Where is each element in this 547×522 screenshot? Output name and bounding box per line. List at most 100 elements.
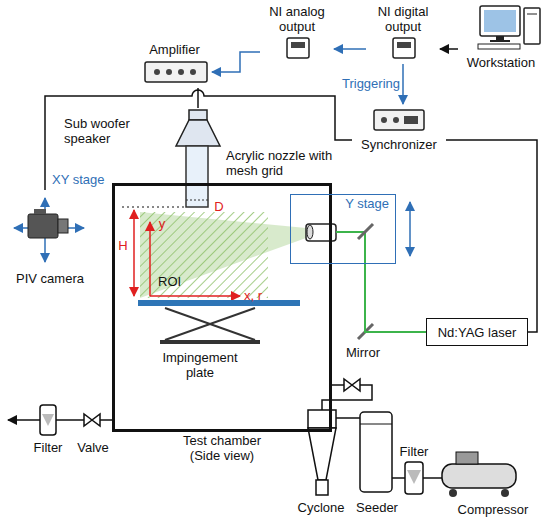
part-label: ROI xyxy=(158,274,190,289)
workstation: Workstation xyxy=(458,2,544,72)
nozzle xyxy=(122,207,186,208)
speaker-icon xyxy=(189,110,207,120)
part-label: Seeder xyxy=(352,500,402,515)
ni-module-icon xyxy=(397,42,411,48)
speaker-icon xyxy=(176,120,220,146)
laser-box: Nd:YAG laser xyxy=(426,318,528,346)
seeding-line xyxy=(308,379,442,495)
seeding-line xyxy=(332,384,344,386)
dimension-arrows xyxy=(133,210,135,296)
connector xyxy=(212,52,260,72)
daq-module: NI analog output xyxy=(260,2,334,64)
ni-module-icon xyxy=(393,38,415,58)
part-label: Impingement plate xyxy=(150,350,250,380)
impingement-plate xyxy=(165,308,255,340)
part-label: Valve xyxy=(74,440,112,455)
synchronizer-icon xyxy=(381,117,387,123)
part-label: Cyclone xyxy=(290,500,352,515)
dimension-arrows xyxy=(134,210,240,296)
connector xyxy=(45,90,352,190)
exhaust-line xyxy=(8,419,40,421)
node-label: Sub woofer speaker xyxy=(64,116,156,146)
seeding-line xyxy=(360,424,392,425)
exhaust-line xyxy=(56,419,84,421)
exhaust-line xyxy=(8,405,112,435)
synchronizer: Synchronizer xyxy=(352,104,446,154)
light-sheet xyxy=(140,212,306,298)
seeding-line xyxy=(423,477,442,479)
ni-module-icon xyxy=(287,38,415,58)
node-label: Amplifier xyxy=(149,42,200,57)
amplifier-icon xyxy=(145,62,207,82)
seeding-line xyxy=(407,470,421,484)
workstation-icon xyxy=(478,44,520,49)
amplifier-icon xyxy=(166,69,172,75)
node-label: Nd:YAG laser xyxy=(438,325,517,340)
compressor-icon xyxy=(442,452,516,497)
node-label: Y stage xyxy=(345,196,389,211)
workstation-icon xyxy=(478,6,540,49)
seeding-line xyxy=(344,379,360,391)
exhaust-line xyxy=(84,414,100,426)
ni-module-icon xyxy=(287,38,309,58)
part-label: Filter xyxy=(28,440,68,455)
amplifier-icon xyxy=(190,69,196,75)
seeding-line xyxy=(360,412,392,492)
workstation-icon xyxy=(480,6,520,36)
exhaust-line xyxy=(100,419,112,421)
node-label: Synchronizer xyxy=(361,137,437,152)
part-label: D xyxy=(211,199,227,214)
nozzle xyxy=(186,200,208,201)
piv-camera-icon xyxy=(28,209,68,238)
amplifier-icon xyxy=(145,62,207,82)
synchronizer-icon xyxy=(374,110,424,130)
seeding-line xyxy=(336,417,360,419)
connector xyxy=(365,264,426,332)
impingement-plate xyxy=(165,308,255,340)
nozzle xyxy=(122,146,208,207)
connector xyxy=(197,88,199,108)
workstation-icon xyxy=(524,8,540,44)
part-label: x, r xyxy=(244,288,280,303)
sheet-optics xyxy=(306,202,410,264)
part-label: Filter xyxy=(394,444,434,459)
sheet-optics xyxy=(358,224,373,239)
exhaust-line xyxy=(42,414,54,426)
connector xyxy=(402,64,404,104)
synchronizer-icon xyxy=(374,110,424,130)
exhaust-line xyxy=(40,405,56,435)
piv-camera-icon xyxy=(34,209,46,214)
speaker-icon xyxy=(176,110,220,146)
amplifier: Amplifier xyxy=(137,40,212,88)
workstation-icon xyxy=(496,36,504,40)
impingement-plate xyxy=(138,300,300,306)
dimension-arrows xyxy=(149,222,151,296)
part-label: Acrylic nozzle with mesh grid xyxy=(226,148,334,178)
daq-module: NI digital output xyxy=(366,2,440,64)
connector-label: Triggering xyxy=(328,76,400,91)
nozzle xyxy=(186,146,208,207)
piv-camera-icon xyxy=(58,219,68,233)
sheet-optics xyxy=(336,231,365,233)
seeding-line xyxy=(308,428,336,480)
sheet-optics xyxy=(364,232,366,264)
sheet-optics xyxy=(409,202,411,256)
seeding-line xyxy=(316,480,328,495)
part-label: H xyxy=(116,238,130,253)
part-label: Compressor xyxy=(446,502,540,517)
synchronizer-icon xyxy=(393,117,399,123)
connector xyxy=(334,48,366,50)
connector xyxy=(440,48,458,50)
compressor-icon xyxy=(501,489,509,497)
seeding-line xyxy=(405,462,423,494)
synchronizer-icon xyxy=(404,116,418,124)
node-label: NI analog output xyxy=(262,4,332,34)
compressor-icon xyxy=(456,452,478,464)
xy-stage-arrows xyxy=(14,198,84,262)
amplifier-icon xyxy=(178,69,184,75)
sheet-optics xyxy=(307,225,313,239)
impingement-plate xyxy=(138,300,300,344)
node-label: PIV camera xyxy=(16,271,84,286)
part-label: y xyxy=(155,216,169,231)
